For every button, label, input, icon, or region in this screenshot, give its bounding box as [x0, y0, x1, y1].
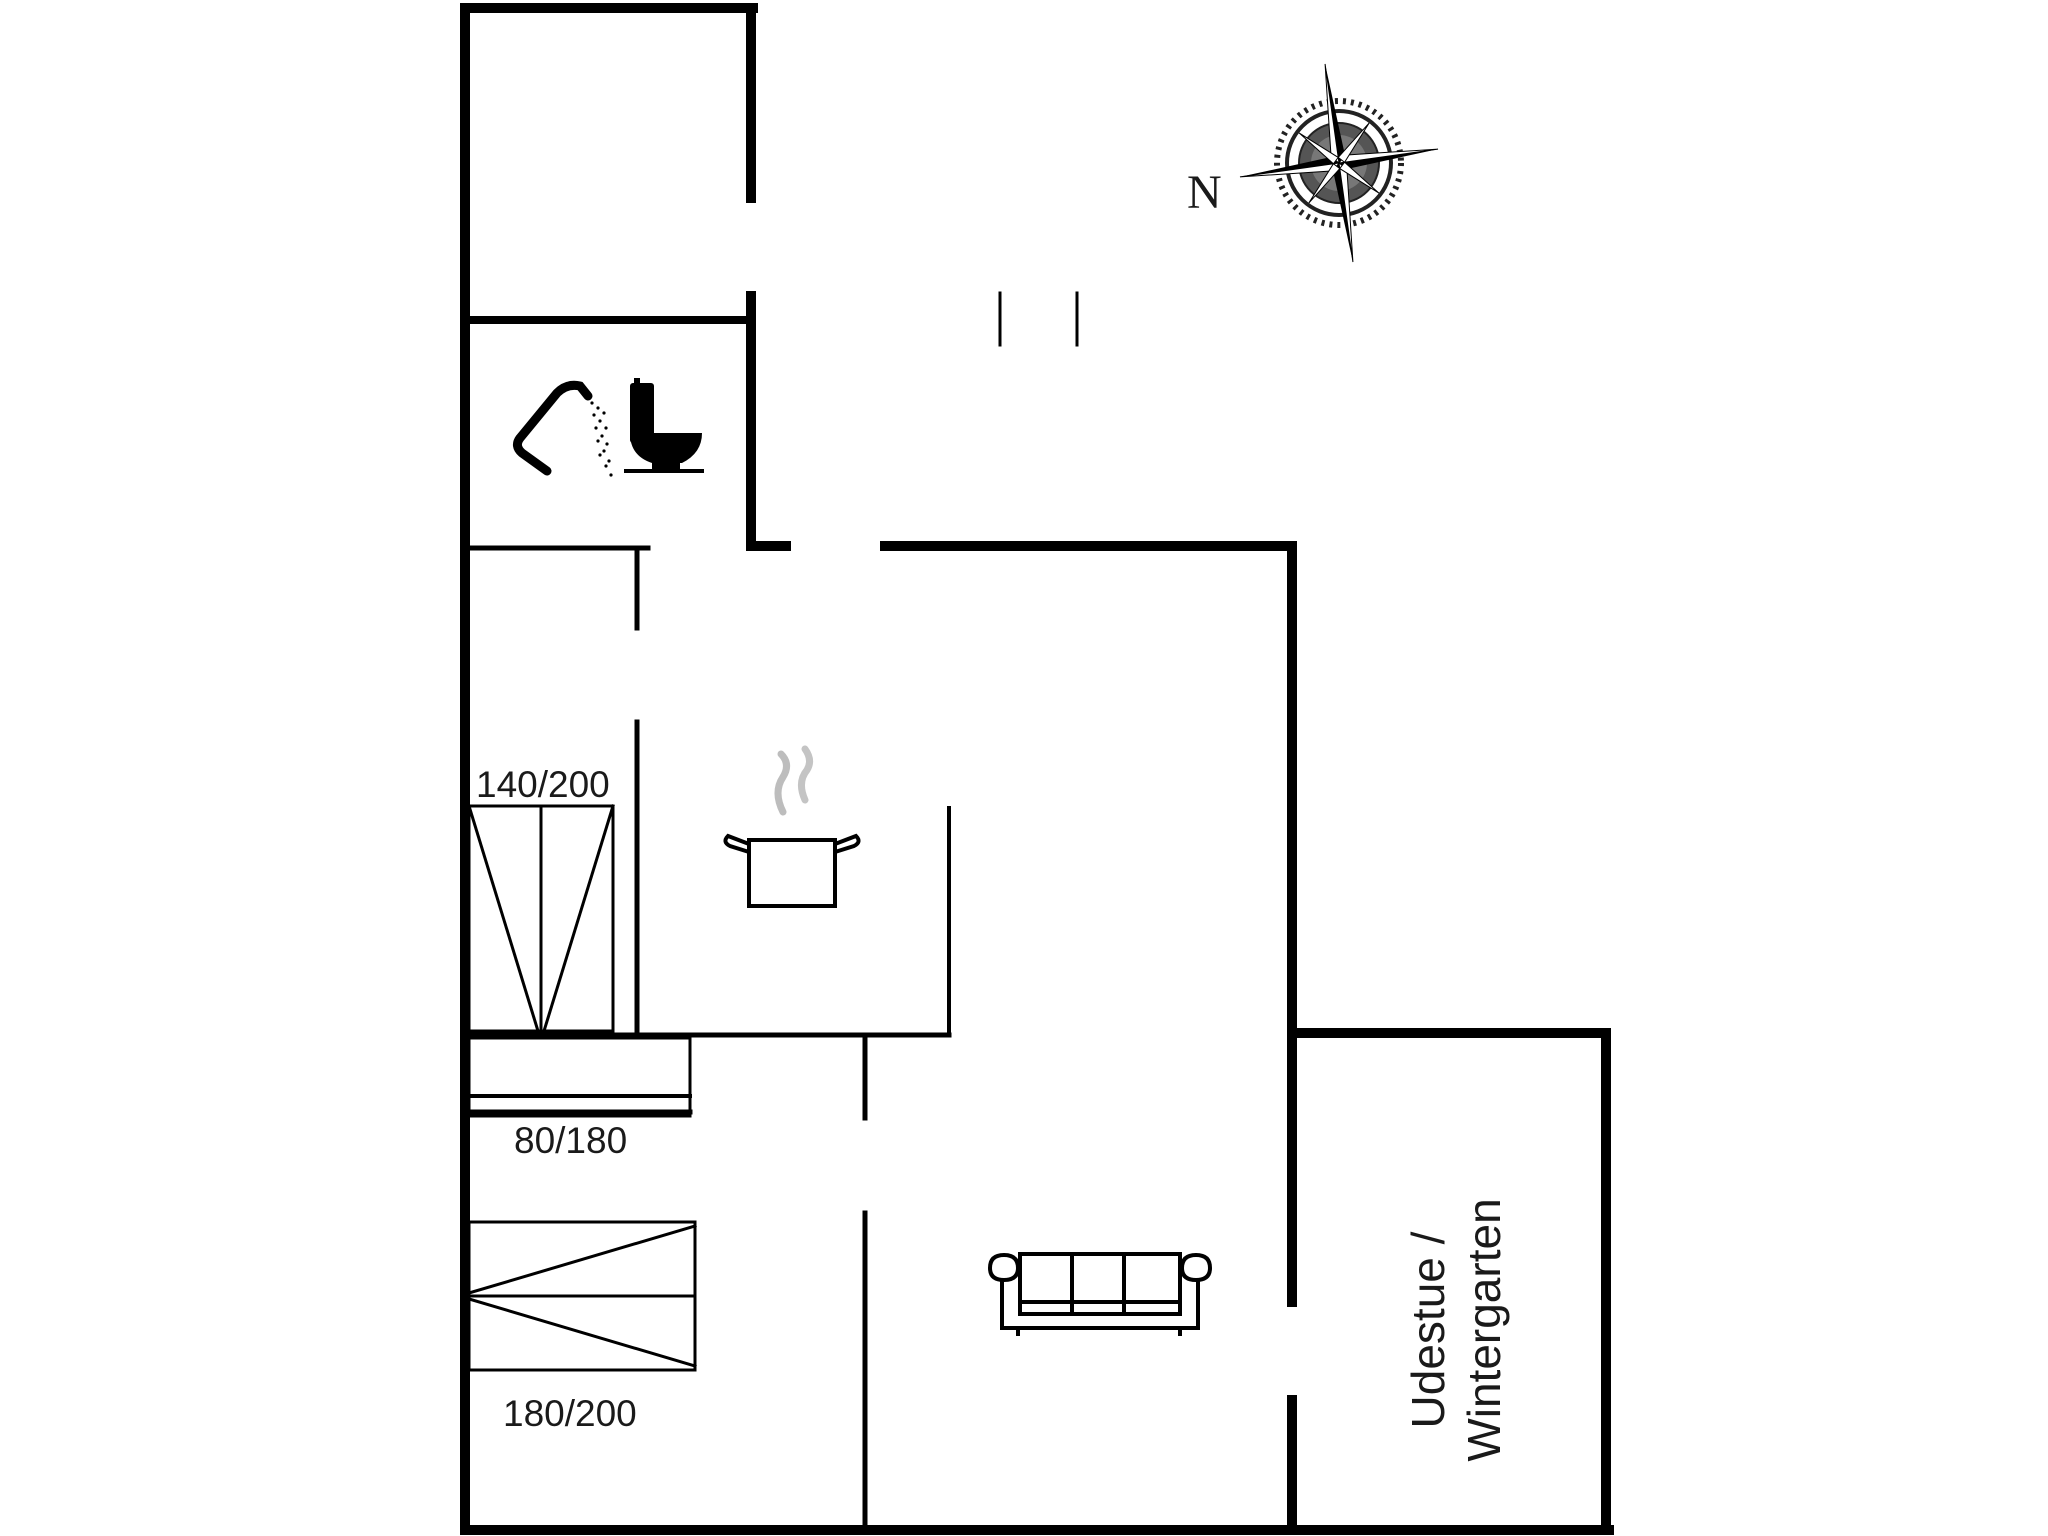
cooking-pot-icon — [723, 745, 861, 908]
bed-label-180-200: 180/200 — [503, 1393, 637, 1434]
bed-label-80-180: 80/180 — [514, 1120, 628, 1161]
annex-label-line1: Udestue / — [1402, 1231, 1454, 1429]
north-label: N — [1187, 166, 1222, 219]
annex-room-label: Udestue / Wintergarten — [1400, 1180, 1512, 1480]
bed-140-200 — [467, 804, 615, 1033]
compass-rose-icon — [1239, 63, 1439, 263]
bed-180-200 — [467, 1220, 697, 1372]
sofa-icon — [987, 1252, 1213, 1336]
bed-80-180 — [466, 1036, 693, 1118]
shower-icon — [512, 380, 613, 477]
bed-label-140-200: 140/200 — [476, 764, 610, 805]
annex-label-line2: Wintergarten — [1458, 1198, 1510, 1462]
toilet-icon — [624, 378, 704, 473]
